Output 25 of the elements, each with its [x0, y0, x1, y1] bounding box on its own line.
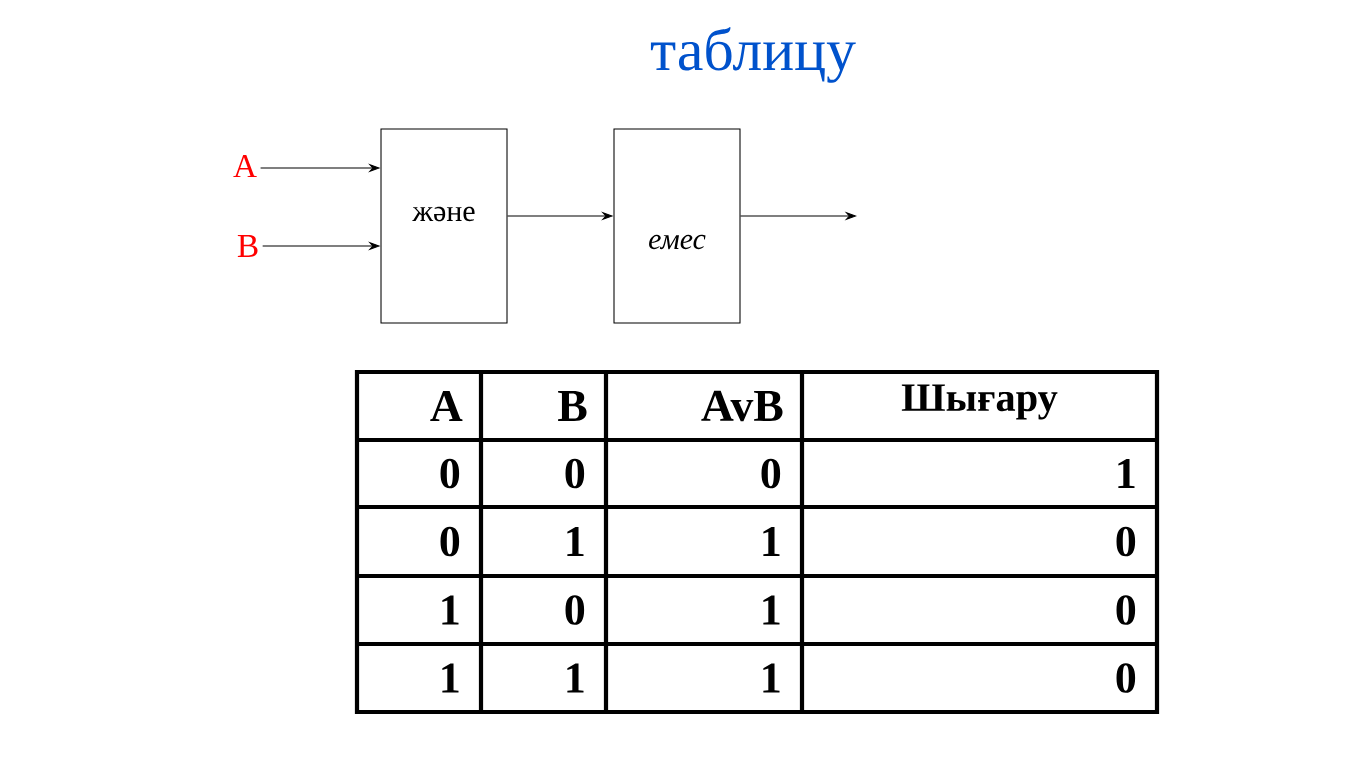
table-value: 1 [1118, 459, 1135, 488]
table-value: 0 [440, 458, 460, 489]
column-header: A [430, 390, 463, 422]
table-value: 1 [567, 663, 584, 693]
gate-box: емес [613, 128, 741, 324]
table-value: 0 [1116, 526, 1136, 557]
table-value: 1 [442, 595, 459, 625]
table-value: 1 [763, 595, 780, 625]
table-value: 0 [1116, 595, 1136, 625]
table-value: 0 [565, 595, 585, 625]
gate-box: және [380, 128, 508, 324]
table-value: 0 [440, 526, 460, 557]
input-label: A [233, 155, 257, 177]
column-header: B [558, 390, 587, 422]
table-value: 0 [1116, 663, 1136, 693]
table-value: 1 [567, 527, 584, 556]
column-header: Шығару [901, 384, 1058, 420]
column-header: AvB [701, 390, 783, 422]
input-label: B [237, 235, 258, 257]
table-value: 1 [763, 527, 780, 556]
table-value: 0 [761, 458, 781, 489]
table-value: 1 [442, 663, 459, 693]
table-value: 1 [763, 663, 780, 693]
title: таблицу [650, 27, 856, 83]
table-value: 0 [565, 458, 585, 489]
